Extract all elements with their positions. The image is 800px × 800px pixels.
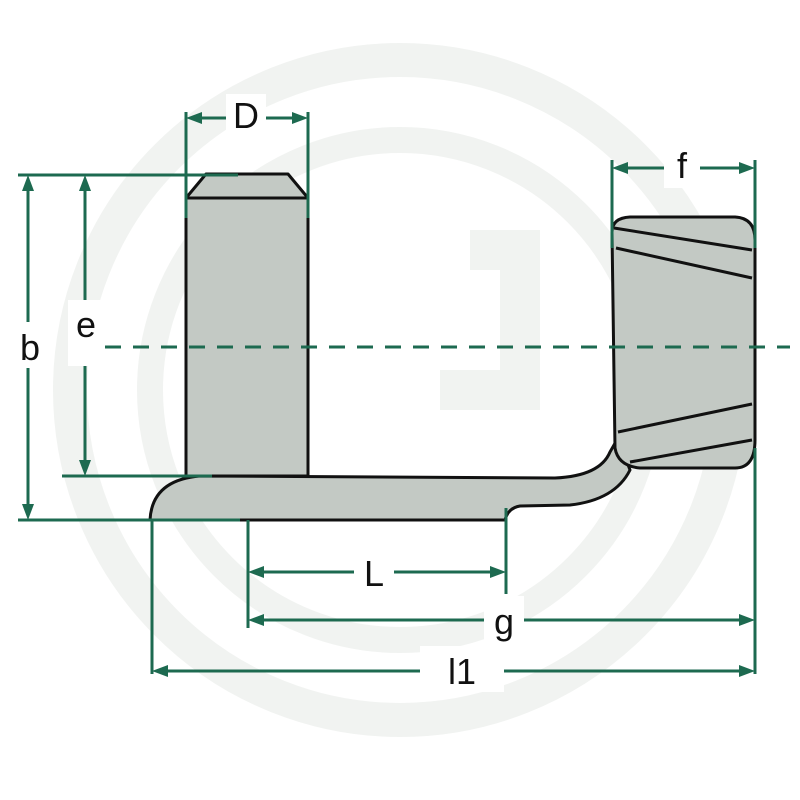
arrowhead — [490, 566, 506, 578]
dimension-labels: D f b e L g l1 — [20, 95, 688, 692]
arrowhead — [739, 162, 755, 174]
label-g: g — [494, 601, 514, 642]
arrowhead — [739, 665, 755, 677]
label-b: b — [20, 327, 40, 368]
arrowhead — [186, 112, 202, 124]
threaded-sleeve — [610, 215, 757, 470]
thread-line — [617, 402, 753, 434]
pin-shaft — [184, 172, 310, 478]
label-L: L — [364, 553, 384, 594]
thread-line — [629, 438, 753, 464]
label-gaps — [10, 94, 700, 692]
thread-line — [615, 246, 753, 280]
arrowhead — [79, 175, 91, 191]
arrowhead — [292, 112, 308, 124]
thread-line — [613, 226, 753, 252]
label-e: e — [76, 304, 96, 345]
arrowhead — [739, 614, 755, 626]
arrowhead — [152, 665, 168, 677]
arrowhead — [248, 566, 264, 578]
dimension-arrowheads — [22, 112, 755, 677]
lock-pin-part — [148, 172, 757, 522]
arrowhead — [22, 175, 34, 191]
arrowhead — [248, 614, 264, 626]
arrowhead — [22, 504, 34, 520]
label-f: f — [677, 145, 688, 186]
arrowhead — [612, 162, 628, 174]
label-l1: l1 — [448, 651, 476, 692]
arrowhead — [79, 460, 91, 476]
label-D: D — [233, 95, 259, 136]
